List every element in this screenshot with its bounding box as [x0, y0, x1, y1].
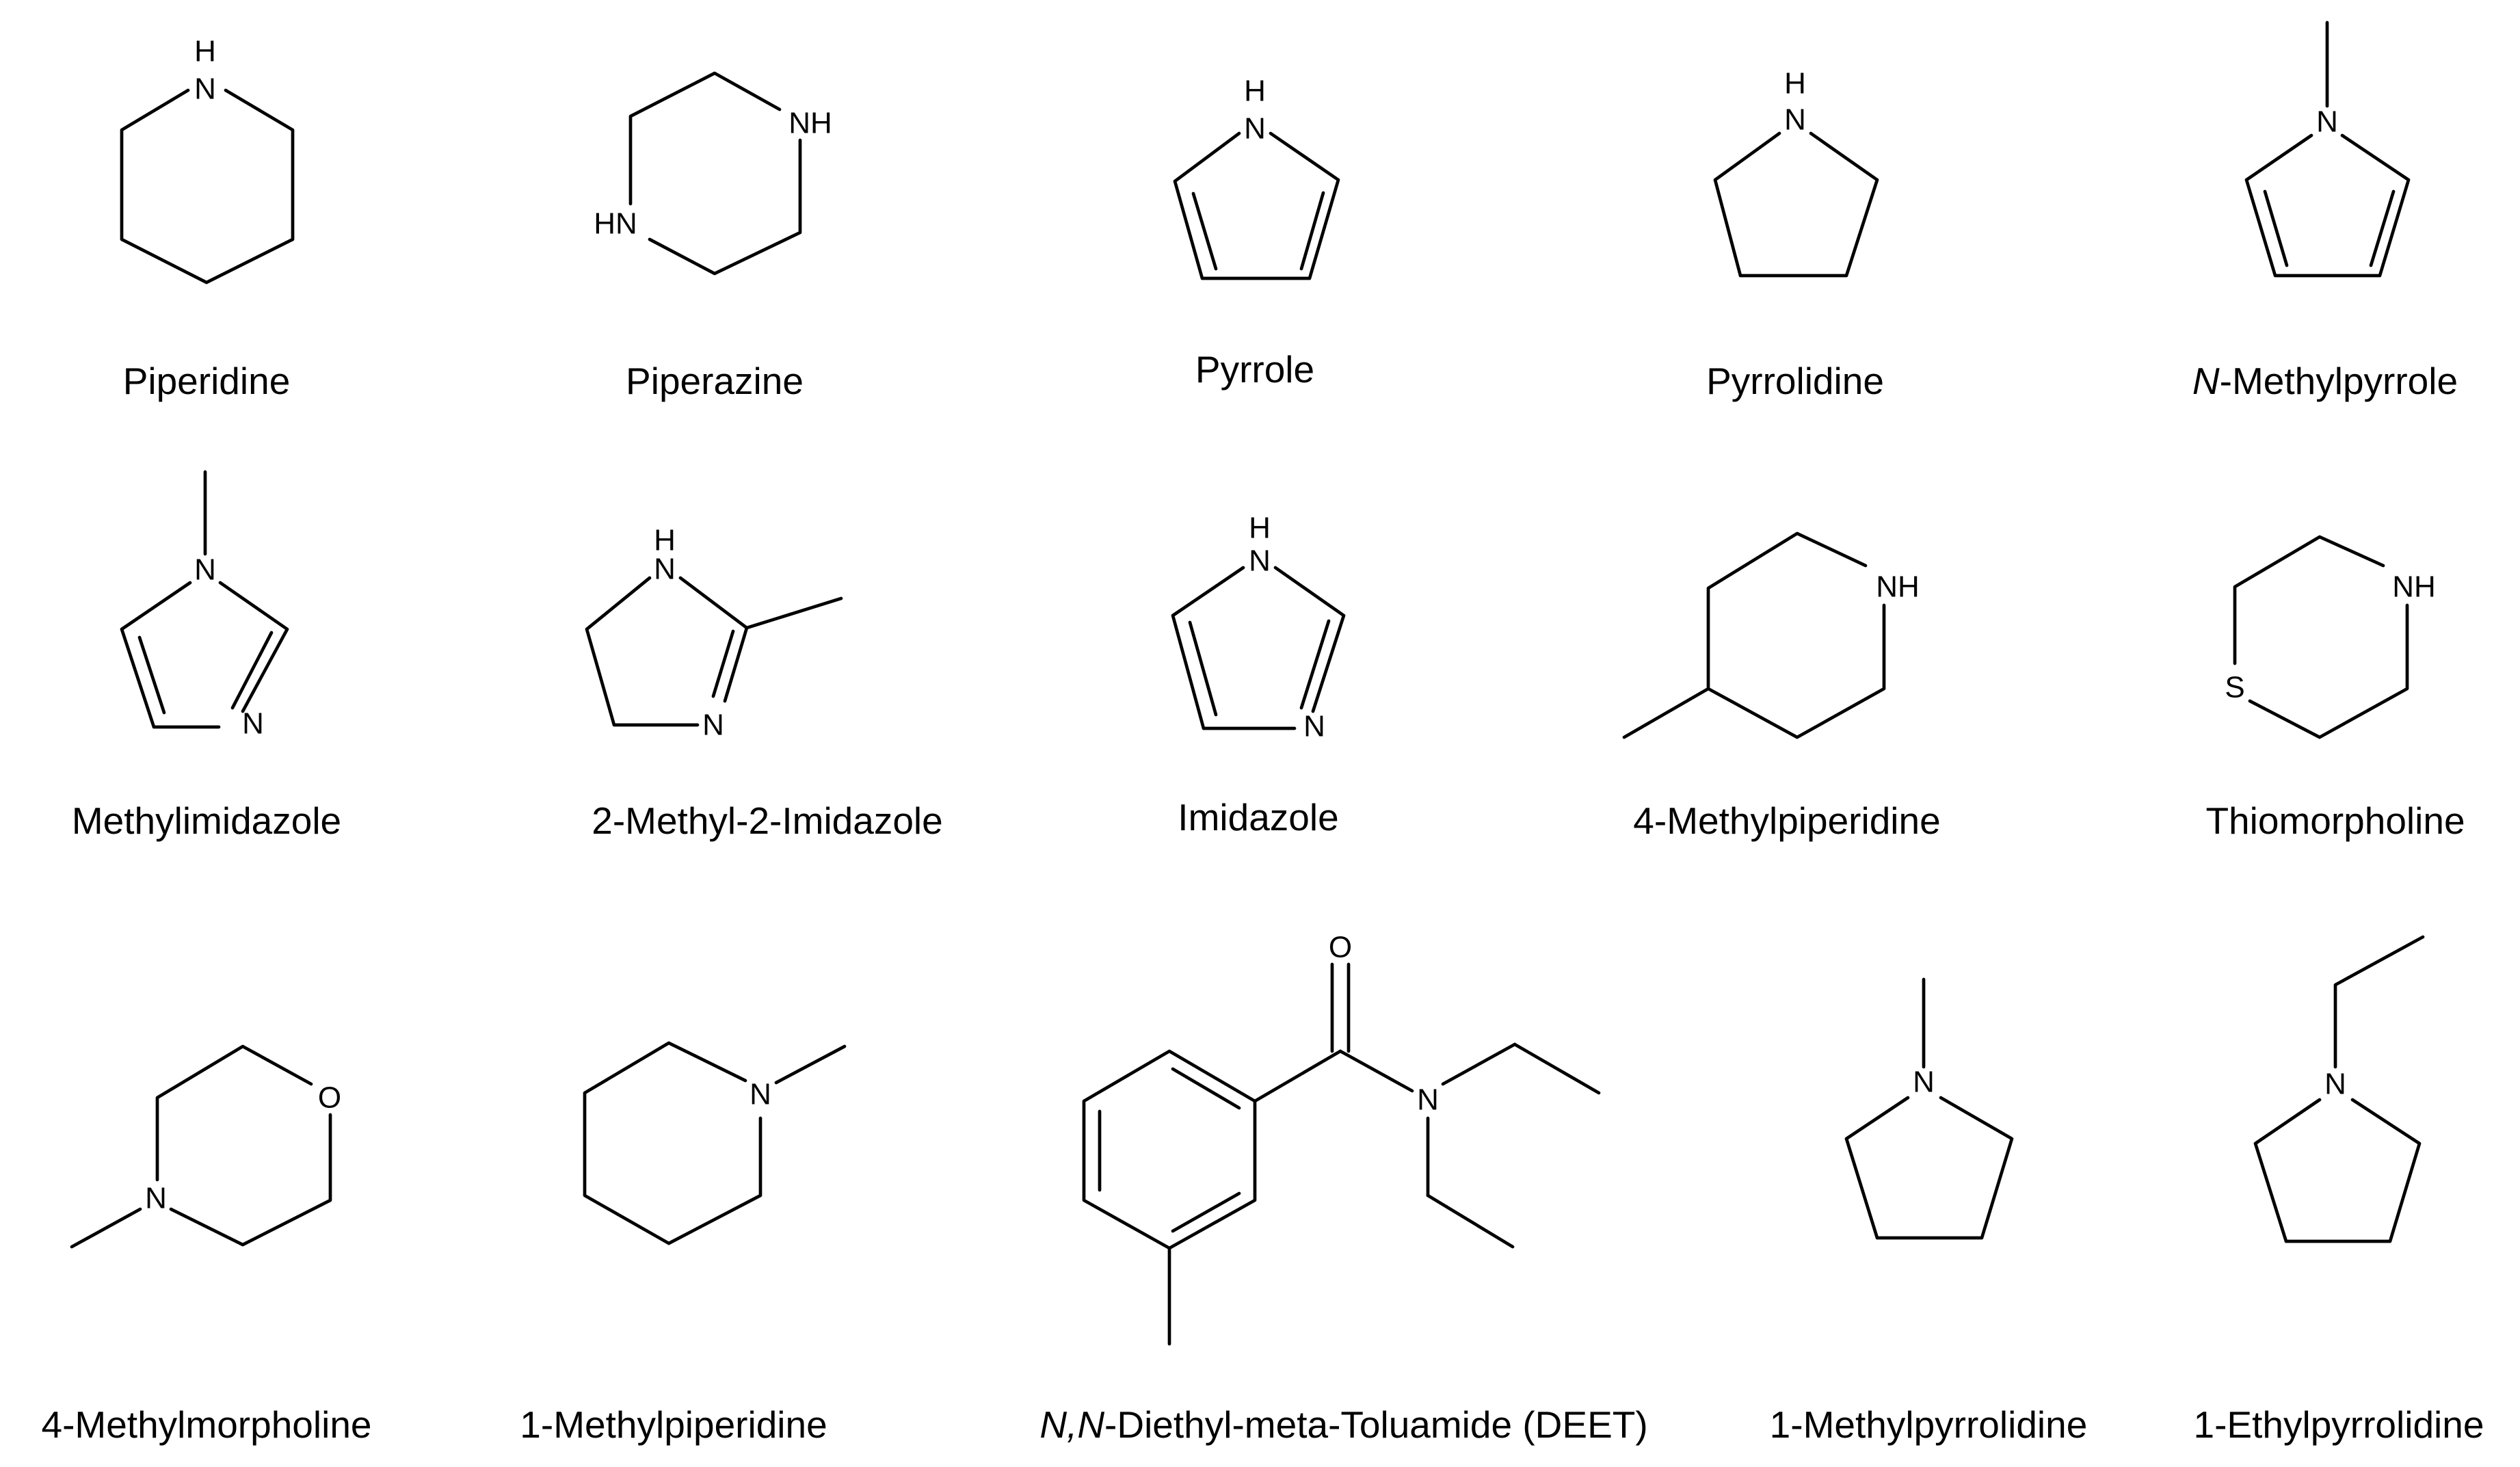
compound-name: Piperidine	[123, 360, 291, 402]
compound-name: Pyrrolidine	[1706, 360, 1884, 402]
compound-name: N,N-Diethyl-meta-Toluamide (DEET)	[1039, 1403, 1647, 1446]
compound-name: 2-Methyl-2-Imidazole	[592, 799, 943, 842]
structure-pyrrolidine: N H Pyrrolidine	[1706, 67, 1884, 403]
compound-name: 1-Methylpiperidine	[520, 1403, 827, 1446]
compound-name: 1-Ethylpyrrolidine	[2194, 1403, 2484, 1446]
atom-label: O	[318, 1081, 341, 1115]
structure-n-methylpyrrole: N N-Methylpyrrole	[2192, 21, 2458, 402]
structure-piperidine: N H Piperidine	[120, 35, 295, 402]
compound-name: 4-Methylmorpholine	[42, 1403, 372, 1446]
atom-label: H	[654, 524, 676, 557]
structure-4-methylpiperidine: NH 4-Methylpiperidine	[1622, 531, 1941, 842]
compound-name: Thiomorpholine	[2205, 799, 2465, 842]
structure-imidazole: N H N Imidazole	[1171, 512, 1346, 838]
atom-label: N	[1784, 103, 1806, 137]
structure-4-methylmorpholine: O N 4-Methylmorpholine	[42, 1044, 372, 1446]
atom-label: HN	[594, 207, 637, 241]
atom-label: H	[1249, 512, 1271, 545]
atom-label: H	[194, 35, 216, 68]
structure-pyrrole: N H Pyrrole	[1173, 75, 1340, 391]
structure-1-methylpiperidine: N 1-Methylpiperidine	[520, 1041, 847, 1446]
compound-name: 1-Methylpyrrolidine	[1770, 1403, 2088, 1446]
atom-label: N	[1303, 710, 1325, 743]
atom-label: N	[702, 709, 724, 742]
atom-label: N	[2324, 1068, 2346, 1101]
atom-label: N	[2316, 105, 2338, 139]
compound-name: Imidazole	[1178, 796, 1338, 838]
structure-1-methylpyrrolidine: N 1-Methylpyrrolidine	[1770, 977, 2088, 1446]
structure-2-methyl-2-imidazole: N H N 2-Methyl-2-Imidazole	[585, 524, 943, 842]
atom-label: NH	[1876, 570, 1920, 604]
compound-name: Piperazine	[626, 360, 804, 402]
atom-label: N	[194, 553, 216, 587]
atom-label: N	[194, 72, 216, 106]
atom-label: H	[1244, 75, 1266, 108]
atom-label: N	[1249, 544, 1271, 578]
structure-thiomorpholine: NH S Thiomorpholine	[2205, 535, 2465, 842]
atom-label: N	[1417, 1083, 1439, 1117]
atom-label: N	[750, 1078, 771, 1111]
compound-name: N-Methylpyrrole	[2192, 360, 2458, 402]
compound-name: 4-Methylpiperidine	[1633, 799, 1940, 842]
atom-label: N	[1913, 1066, 1935, 1099]
structure-methylimidazole: N N Methylimidazole	[72, 470, 341, 842]
atom-label: NH	[2392, 570, 2436, 604]
atom-label: S	[2225, 671, 2244, 704]
atom-label: N	[145, 1182, 167, 1215]
structure-piperazine: NH HN Piperazine	[594, 71, 832, 402]
compound-name: Methylimidazole	[72, 799, 341, 842]
atom-label: N	[654, 553, 676, 586]
atom-label: O	[1329, 931, 1352, 964]
atom-label: N	[1244, 112, 1266, 146]
atom-label: NH	[788, 107, 832, 140]
compound-name: Pyrrole	[1195, 348, 1314, 391]
structure-deet: O N N,N-Diethyl-meta-Toluamide (DEET)	[1039, 931, 1647, 1446]
structure-1-ethylpyrrolidine: N 1-Ethylpyrrolidine	[2194, 935, 2484, 1446]
atom-label: H	[1784, 67, 1806, 101]
atom-label: N	[242, 707, 264, 741]
